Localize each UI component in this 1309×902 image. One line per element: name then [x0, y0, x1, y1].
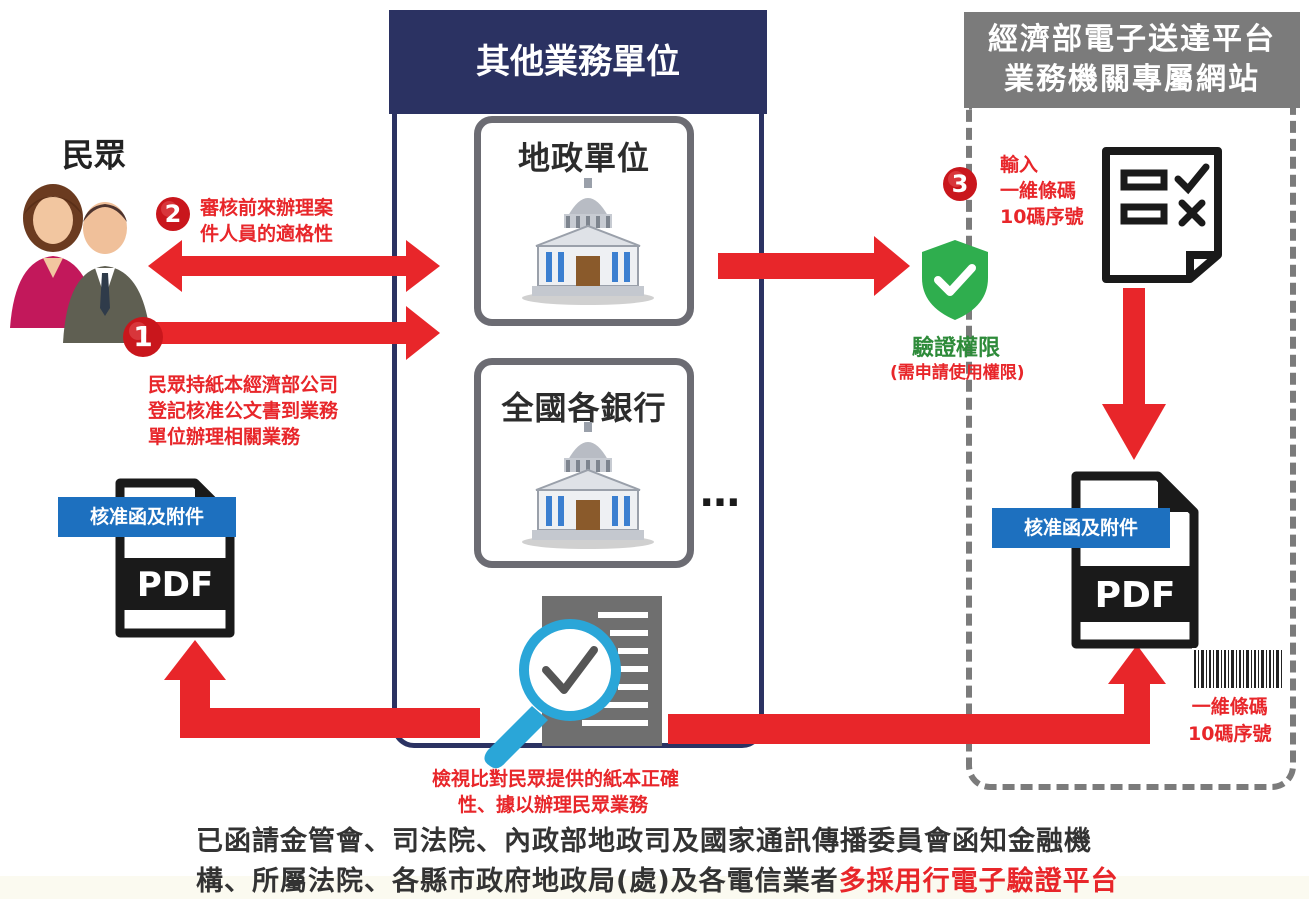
bottom-note-line2-plain: 構、所屬法院、各縣市政府地政局(處)及各電信業者 [196, 866, 839, 897]
double-arrow-step2 [148, 240, 440, 292]
svg-text:2: 2 [165, 200, 182, 228]
step3-text-line3: 10碼序號 [1000, 206, 1084, 228]
platform-header-line1: 經濟部電子送達平台 [988, 22, 1276, 57]
step3-text-line1: 輸入 [1000, 154, 1039, 176]
step1-text-line2: 登記核准公文書到業務 [148, 400, 339, 422]
public-label: 民眾 [62, 136, 127, 174]
step2-text-line2: 件人員的適格性 [200, 223, 334, 245]
review-text: 檢視比對民眾提供的紙本正確 性、據以辦理民眾業務 [432, 766, 679, 818]
platform-header-line2: 業務機關專屬網站 [1004, 62, 1260, 97]
card-land-office-title: 地政單位 [517, 139, 650, 177]
svg-text:1: 1 [133, 320, 152, 353]
pdf-tag-right: 核准函及附件 [992, 508, 1170, 548]
svg-text:PDF: PDF [137, 565, 213, 605]
pdf-file-icon-right: PDF [1071, 471, 1199, 649]
pdf-file-icon-left: PDF [115, 478, 235, 638]
step2-text: 審核前來辦理案 件人員的適格性 [200, 195, 333, 247]
more-units-ellipsis: … [700, 470, 740, 516]
verify-title: 驗證權限 [912, 336, 1001, 361]
review-text-line2: 性、據以辦理民眾業務 [458, 794, 649, 816]
shield-check-icon [922, 240, 988, 320]
arrow-to-verify [718, 236, 910, 296]
step3-text-line2: 一維條碼 [1000, 180, 1077, 202]
bottom-band [0, 876, 1309, 899]
review-text-line1: 檢視比對民眾提供的紙本正確 [432, 768, 680, 790]
step3-text: 輸入 一維條碼 10碼序號 [1000, 152, 1083, 230]
checklist-form-icon [1102, 147, 1222, 283]
barcode-label: 一維條碼 10碼序號 [1188, 694, 1271, 748]
step2-text-line1: 審核前來辦理案 [200, 197, 334, 219]
step1-badge: 1 [123, 317, 163, 357]
arrow-return-left [164, 640, 480, 738]
arrow-down-platform [1102, 288, 1166, 460]
document-review-icon [484, 596, 662, 769]
barcode-label-line1: 一維條碼 [1191, 696, 1268, 718]
step2-badge: 2 [156, 197, 190, 231]
barcode-label-line2: 10碼序號 [1188, 723, 1272, 745]
bank-building-icon [522, 422, 654, 549]
svg-text:PDF: PDF [1095, 575, 1176, 616]
barcode-icon [1192, 648, 1284, 690]
bottom-note-line2: 構、所屬法院、各縣市政府地政局(處)及各電信業者多採用行電子驗證平台 [196, 862, 1296, 902]
arrow-step1 [148, 306, 440, 360]
step3-badge: 3 [943, 167, 977, 201]
card-banks-title: 全國各銀行 [501, 389, 667, 427]
pdf-tag-left: 核准函及附件 [58, 497, 236, 537]
platform-header: 經濟部電子送達平台 業務機關專屬網站 [964, 12, 1300, 108]
arrow-to-barcode [668, 645, 1166, 744]
step1-text: 民眾持紙本經濟部公司 登記核准公文書到業務 單位辦理相關業務 [148, 372, 338, 450]
step1-text-line3: 單位辦理相關業務 [148, 426, 301, 448]
verify-subtitle: (需申請使用權限) [890, 363, 1025, 383]
bottom-note-line1: 已函請金管會、司法院、內政部地政司及國家通訊傳播委員會函知金融機 [196, 826, 1092, 857]
people-icon [10, 184, 151, 343]
svg-text:3: 3 [952, 170, 969, 198]
business-units-header: 其他業務單位 [389, 10, 767, 114]
government-building-icon [522, 178, 654, 305]
bottom-note: 已函請金管會、司法院、內政部地政司及國家通訊傳播委員會函知金融機 構、所屬法院、… [196, 822, 1296, 902]
bottom-note-highlight: 多採用行電子驗證平台 [838, 866, 1119, 897]
step1-text-line1: 民眾持紙本經濟部公司 [148, 374, 339, 396]
